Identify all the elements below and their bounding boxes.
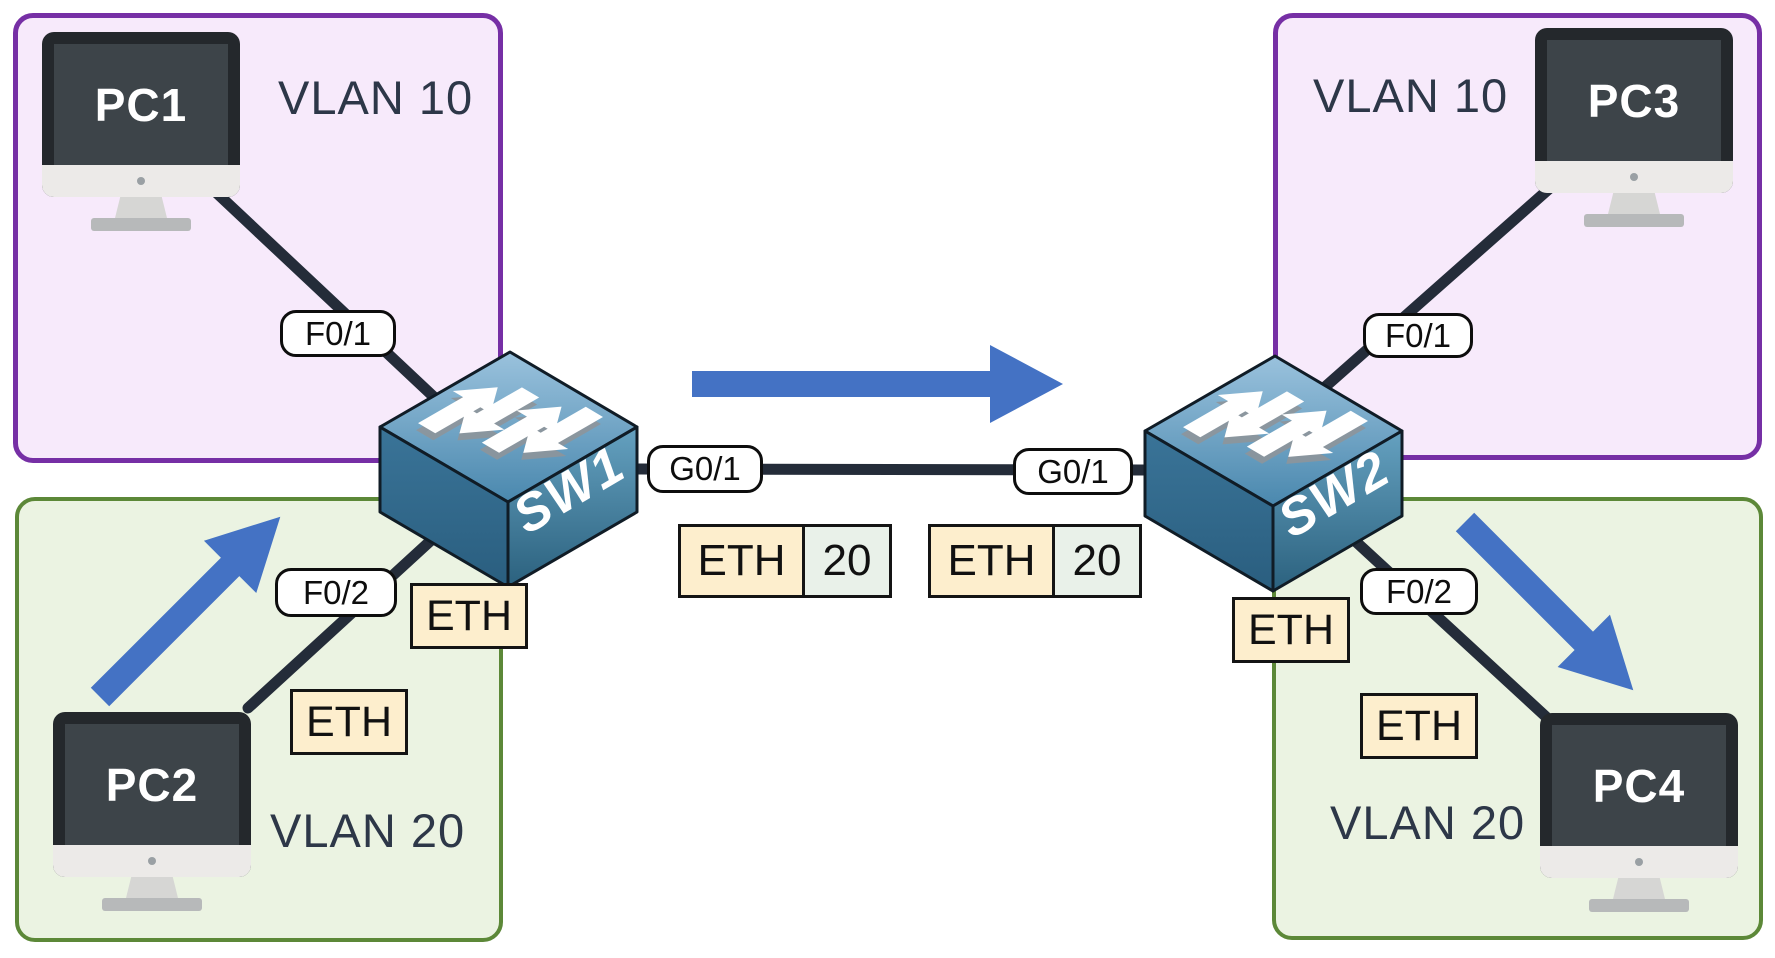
traffic-arrow-pc2-to-sw1-icon bbox=[90, 516, 281, 707]
monitor-chin bbox=[1535, 161, 1733, 193]
zone-label-vlan20-left: VLAN 20 bbox=[270, 804, 466, 857]
frame-untagged-pc4: ETH bbox=[1360, 693, 1478, 759]
port-label-sw2-f0-1: F0/1 bbox=[1363, 313, 1473, 358]
pc-name-label: PC2 bbox=[105, 758, 199, 811]
pc3-icon: PC3 bbox=[1535, 28, 1733, 227]
monitor-stand bbox=[126, 877, 178, 898]
zone-label-vlan10-right: VLAN 10 bbox=[1313, 69, 1509, 122]
camera-dot-icon bbox=[1630, 173, 1638, 181]
monitor-chin bbox=[53, 845, 251, 877]
link-pc1-sw1 bbox=[199, 176, 458, 420]
monitor-stand bbox=[1613, 878, 1665, 899]
pc-display: PC1 bbox=[54, 44, 228, 165]
camera-dot-icon bbox=[1635, 858, 1643, 866]
port-label-sw2-g0-1: G0/1 bbox=[1013, 448, 1133, 495]
pc-monitor: PC2 bbox=[53, 712, 251, 877]
monitor-stand bbox=[1608, 193, 1660, 214]
port-label-sw1-f0-1: F0/1 bbox=[280, 310, 396, 357]
link-sw2-pc4 bbox=[1322, 510, 1562, 732]
frame-untagged-sw1-upper: ETH bbox=[410, 583, 528, 649]
monitor-base bbox=[91, 218, 191, 231]
pc-name-label: PC1 bbox=[94, 78, 188, 131]
port-label-sw1-g0-1: G0/1 bbox=[647, 445, 763, 493]
monitor-chin bbox=[42, 165, 240, 197]
monitor-base bbox=[1584, 214, 1684, 227]
port-label-sw2-f0-2: F0/2 bbox=[1360, 568, 1478, 615]
camera-dot-icon bbox=[137, 177, 145, 185]
switch-sw2-icon: SW2 bbox=[1143, 354, 1404, 593]
pc-name-label: PC3 bbox=[1587, 74, 1681, 127]
port-label-sw1-f0-2: F0/2 bbox=[275, 568, 397, 617]
frame-eth-cell: ETH bbox=[681, 527, 805, 595]
frame-tagged-trunk-right: ETH 20 bbox=[928, 524, 1142, 598]
pc-display: PC3 bbox=[1547, 40, 1721, 161]
pc2-icon: PC2 bbox=[53, 712, 251, 911]
traffic-arrows bbox=[90, 345, 1634, 707]
pc-monitor: PC1 bbox=[42, 32, 240, 197]
pc-display: PC2 bbox=[65, 724, 239, 845]
traffic-arrow-sw2-to-pc4-icon bbox=[1455, 512, 1634, 691]
pc-monitor: PC3 bbox=[1535, 28, 1733, 193]
frame-untagged-sw2-upper: ETH bbox=[1232, 597, 1350, 663]
pc-name-label: PC4 bbox=[1592, 759, 1686, 812]
pc4-icon: PC4 bbox=[1540, 713, 1738, 912]
frame-tagged-trunk-left: ETH 20 bbox=[678, 524, 892, 598]
link-sw2-pc3 bbox=[1302, 182, 1556, 408]
pc-monitor: PC4 bbox=[1540, 713, 1738, 878]
zone-label-vlan20-right: VLAN 20 bbox=[1330, 796, 1526, 849]
frame-vlan-tag-cell: 20 bbox=[1055, 527, 1139, 595]
frame-eth-cell: ETH bbox=[931, 527, 1055, 595]
pc-display: PC4 bbox=[1552, 725, 1726, 846]
pc1-icon: PC1 bbox=[42, 32, 240, 231]
zone-label-vlan10-left: VLAN 10 bbox=[278, 71, 474, 124]
monitor-stand bbox=[115, 197, 167, 218]
traffic-arrow-trunk-right-icon bbox=[692, 345, 1063, 423]
switch-sw1-icon: SW1 bbox=[378, 350, 639, 589]
frame-untagged-pc2: ETH bbox=[290, 689, 408, 755]
monitor-chin bbox=[1540, 846, 1738, 878]
camera-dot-icon bbox=[148, 857, 156, 865]
monitor-base bbox=[102, 898, 202, 911]
monitor-base bbox=[1589, 899, 1689, 912]
frame-vlan-tag-cell: 20 bbox=[805, 527, 889, 595]
